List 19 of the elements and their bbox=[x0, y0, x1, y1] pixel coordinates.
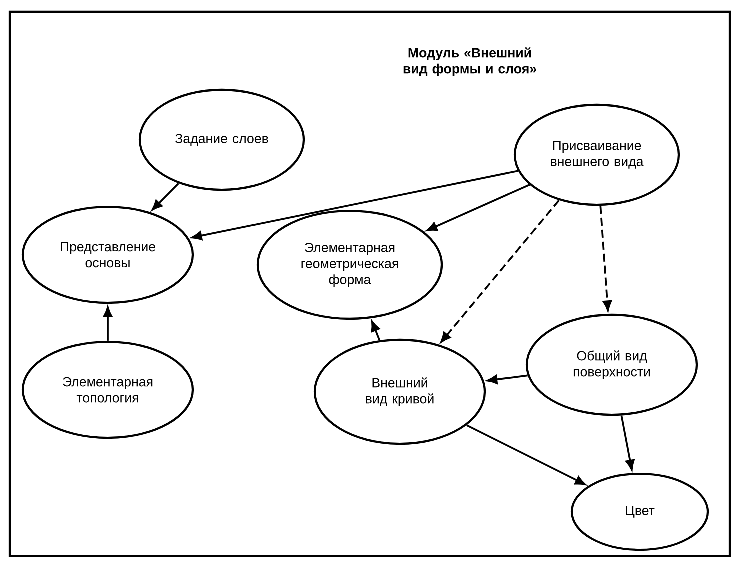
arrow bbox=[103, 306, 113, 341]
title: Модуль «Внешний вид формы и слоя» bbox=[404, 48, 536, 76]
arrow bbox=[620, 416, 635, 471]
ellipse-node: Общий вид поверхности bbox=[526, 314, 698, 416]
ellipse-node: Элементарная геометрическая форма bbox=[256, 210, 444, 320]
arrow bbox=[371, 321, 381, 341]
ellipse-node: Присваивание внешнего вида bbox=[514, 104, 680, 206]
arrow bbox=[466, 424, 586, 486]
arrow bbox=[426, 184, 530, 232]
arrow bbox=[600, 206, 612, 312]
ellipse-node: Задание слоев bbox=[138, 88, 306, 192]
ellipse-node: Внешний вид кривой bbox=[314, 338, 486, 446]
arrow bbox=[152, 182, 180, 211]
ellipse-node: Элементарная топология bbox=[22, 340, 194, 440]
arrow bbox=[192, 170, 518, 240]
arrow bbox=[486, 374, 528, 384]
ellipse-node: Цвет bbox=[570, 472, 710, 552]
arrow bbox=[440, 200, 560, 343]
ellipse-node: Представление основы bbox=[22, 206, 194, 304]
